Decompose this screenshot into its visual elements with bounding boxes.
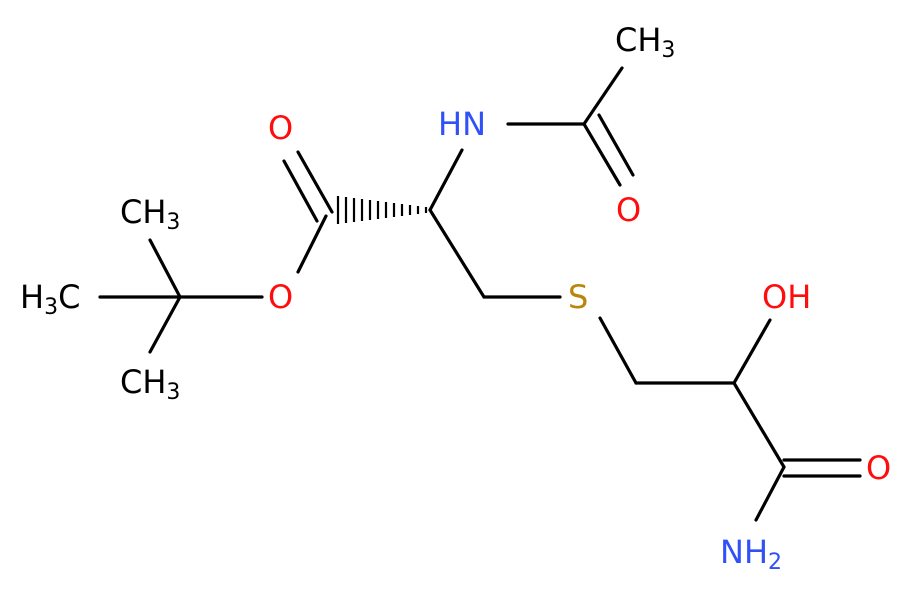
atom-o-acetyl: O xyxy=(616,191,641,229)
bonds xyxy=(98,66,862,522)
hashed-wedge xyxy=(336,196,428,224)
atom-nh2: NH2 xyxy=(720,533,782,575)
bond-s-ch2b xyxy=(598,316,638,385)
atom-h3c-left: H3C xyxy=(20,278,80,320)
atom-ch3-top: CH3 xyxy=(615,21,675,63)
atom-oh: OH xyxy=(762,278,811,316)
atom-o-carbonyl: O xyxy=(268,109,293,147)
atom-o-ester: O xyxy=(268,278,293,316)
bond-acetylc-o-b xyxy=(597,113,635,177)
atom-s: S xyxy=(568,278,588,316)
bond-acetylc-o-a xyxy=(582,122,622,187)
bond-esterc-o-b xyxy=(282,159,319,223)
bond-alphac-ch2 xyxy=(428,208,486,299)
atom-ch3-upper: CH3 xyxy=(120,193,180,235)
bond-tbuc-ch3lower xyxy=(148,295,182,354)
bond-amidec-nh2 xyxy=(754,465,786,522)
atom-labels: CH3 HN O O CH3 H3C O S OH CH3 O NH2 xyxy=(20,21,891,575)
atom-o-amide: O xyxy=(866,449,891,487)
bond-choh-oh xyxy=(732,318,772,385)
bond-esterc-o-a xyxy=(296,150,334,214)
atom-ch3-lower: CH3 xyxy=(120,363,180,405)
bond-nh-alphac xyxy=(428,148,464,212)
bond-tbuc-ch3upper xyxy=(148,238,182,299)
bond-ch3-acetylc xyxy=(582,66,624,126)
bond-choh-amidec xyxy=(732,381,786,469)
bond-esterc-oester xyxy=(296,214,328,274)
atom-nh: HN xyxy=(438,105,486,143)
